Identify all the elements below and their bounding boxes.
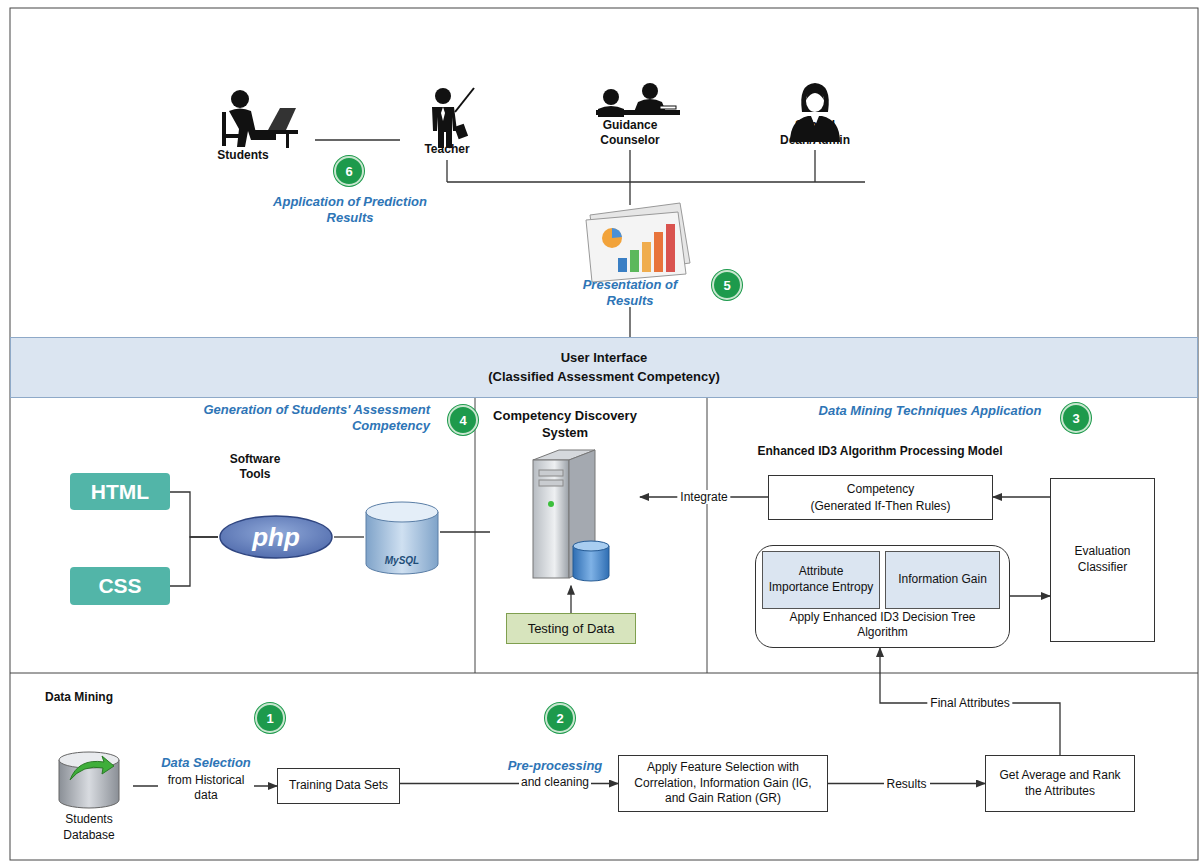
node-text: 5 bbox=[723, 278, 730, 293]
interface-band: User Interface(Classified Assessment Com… bbox=[10, 337, 1198, 398]
text-label: from Historical data bbox=[158, 773, 254, 803]
teacher-icon bbox=[432, 88, 474, 148]
node-text: Students Database bbox=[45, 812, 133, 843]
node-text: Evaluation Classifier bbox=[1057, 544, 1148, 575]
node-text: 1 bbox=[266, 711, 273, 726]
database-icon bbox=[56, 750, 122, 810]
connector-arrow bbox=[170, 537, 218, 586]
process-box: Training Data Sets bbox=[277, 768, 400, 804]
node-text: Competency Discovery System bbox=[490, 408, 640, 442]
tool-box: CSS bbox=[70, 567, 170, 605]
text-label: Software Tools bbox=[215, 452, 295, 482]
text-label: Application of Prediction Results bbox=[250, 194, 450, 227]
process-box: Apply Feature Selection with Correlation… bbox=[618, 755, 828, 812]
text-label: Enhanced ID3 Algorithm Processing Model bbox=[730, 444, 1030, 459]
presentation-chart-icon bbox=[586, 203, 690, 282]
node-text: Information Gain bbox=[898, 572, 987, 588]
node-text: 4 bbox=[459, 413, 466, 428]
server-node: Competency Discovery System bbox=[490, 408, 640, 586]
text-label: School Dean/Admin bbox=[773, 118, 857, 148]
connector-arrow bbox=[334, 536, 364, 537]
text-label: Data Mining bbox=[45, 690, 155, 705]
php-ellipse: php bbox=[218, 514, 334, 560]
node-text: 6 bbox=[345, 164, 352, 179]
process-box: Get Average and Rank the Attributes bbox=[985, 755, 1135, 812]
node-text: (Classified Assessment Competency) bbox=[488, 368, 719, 387]
node-text: Competency bbox=[847, 481, 914, 497]
node-text: 3 bbox=[1072, 411, 1079, 426]
node-text: Attribute Importance Entropy bbox=[767, 564, 875, 595]
edge-label: Final Attributes bbox=[927, 696, 1012, 710]
text-label: Pre-processing bbox=[506, 758, 605, 774]
callout-number: 5 bbox=[712, 270, 742, 300]
text-label: Students bbox=[203, 148, 283, 163]
connector-arrow bbox=[880, 648, 1060, 755]
process-box: Competency(Generated If-Then Rules) bbox=[768, 475, 993, 520]
callout-number: 2 bbox=[545, 703, 575, 733]
node-text: Training Data Sets bbox=[289, 778, 388, 794]
node-text: MySQL bbox=[385, 555, 419, 566]
connector-arrow bbox=[440, 531, 490, 532]
database-cylinder: MySQL bbox=[364, 500, 440, 576]
connector-arrow bbox=[1010, 595, 1050, 596]
node-text: Apply Enhanced ID3 Decision Tree Algorit… bbox=[764, 610, 1001, 641]
text-label: Presentation of Results bbox=[560, 277, 700, 310]
frame-lines bbox=[10, 8, 1198, 860]
callout-number: 4 bbox=[448, 405, 478, 435]
server-icon bbox=[515, 446, 615, 586]
callout-number: 6 bbox=[334, 156, 364, 186]
counselor-icon bbox=[596, 83, 680, 117]
node-text: HTML bbox=[91, 480, 149, 504]
connector-arrow bbox=[570, 586, 571, 613]
text-label: Data Selection bbox=[159, 755, 253, 771]
node-text: CSS bbox=[98, 574, 141, 598]
edge-label: Integrate bbox=[677, 490, 730, 504]
text-label: Generation of Students' Assessment Compe… bbox=[140, 402, 430, 435]
text-label: Guidance Counselor bbox=[590, 118, 670, 148]
connection-lines bbox=[315, 140, 865, 337]
student-icon bbox=[222, 90, 298, 148]
algorithm-container: Apply Enhanced ID3 Decision Tree Algorit… bbox=[755, 545, 1010, 648]
database-cylinder: Students Database bbox=[45, 750, 133, 843]
callout-number: 1 bbox=[255, 703, 285, 733]
process-box: Testing of Data bbox=[506, 613, 636, 644]
node-text: Apply Feature Selection with Correlation… bbox=[625, 760, 821, 807]
node-text: 2 bbox=[556, 711, 563, 726]
callout-number: 3 bbox=[1061, 403, 1091, 433]
process-box: Evaluation Classifier bbox=[1050, 478, 1155, 642]
process-box: Information Gain bbox=[885, 551, 1000, 609]
process-box: Attribute Importance Entropy bbox=[762, 551, 880, 609]
text-label: Teacher bbox=[407, 142, 487, 157]
node-text: User Interface bbox=[561, 349, 648, 368]
node-text: (Generated If-Then Rules) bbox=[810, 498, 950, 514]
tool-box: HTML bbox=[70, 473, 170, 510]
connector-arrow bbox=[993, 496, 1050, 497]
text-label: Data Mining Techniques Application bbox=[795, 403, 1065, 419]
node-text: Get Average and Rank the Attributes bbox=[992, 768, 1128, 799]
node-text: php bbox=[252, 522, 300, 553]
text-label: and cleaning bbox=[519, 775, 591, 790]
edge-label: Results bbox=[883, 777, 929, 791]
node-text: Testing of Data bbox=[528, 621, 615, 636]
connector-arrow bbox=[170, 492, 218, 537]
